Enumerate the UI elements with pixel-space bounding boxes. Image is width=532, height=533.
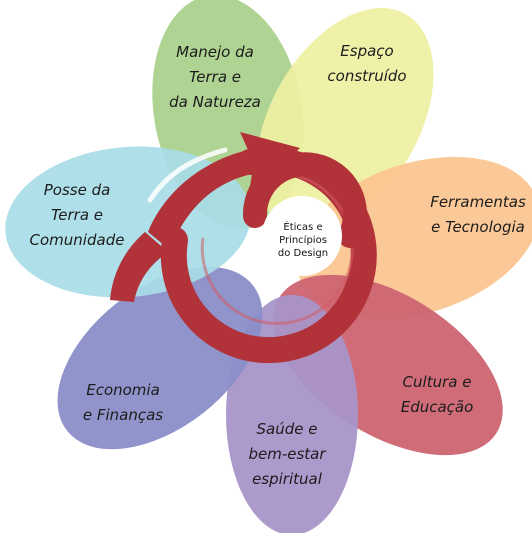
label-economia: Economia e Finanças bbox=[68, 378, 178, 428]
label-espaco-line-2: construído bbox=[327, 67, 407, 85]
petal-economia bbox=[57, 266, 263, 450]
label-espaco-line-1: Espaço bbox=[340, 42, 394, 60]
spiral-arrow-sweep bbox=[148, 132, 300, 250]
center-label-line-2: Princípios bbox=[279, 235, 327, 246]
label-posse: Posse da Terra e Comunidade bbox=[22, 178, 132, 253]
label-manejo-line-2: Terra e bbox=[188, 68, 242, 86]
spiral-inner-ring bbox=[242, 152, 367, 248]
label-espaco: Espaço construído bbox=[312, 39, 422, 89]
label-economia-line-1: Economia bbox=[86, 381, 160, 399]
label-manejo: Manejo da Terra e da Natureza bbox=[155, 40, 275, 115]
center-label-line-3: do Design bbox=[277, 248, 329, 259]
label-saude-line-1: Saúde e bbox=[256, 420, 318, 438]
label-cultura: Cultura e Educação bbox=[382, 370, 492, 420]
center-label-line-1: Éticas e bbox=[283, 222, 323, 233]
label-economia-line-2: e Finanças bbox=[82, 406, 164, 424]
center-disc bbox=[262, 196, 342, 276]
spiral-outer-highlight bbox=[200, 171, 354, 325]
label-posse-line-2: Terra e bbox=[50, 206, 104, 224]
label-manejo-line-1: Manejo da bbox=[176, 43, 254, 61]
label-posse-line-1: Posse da bbox=[43, 181, 111, 199]
spiral-tail bbox=[110, 232, 168, 302]
center-label: Éticas e Princípios do Design bbox=[265, 221, 341, 260]
label-saude: Saúde e bem-estar espiritual bbox=[232, 417, 342, 492]
label-cultura-line-1: Cultura e bbox=[402, 373, 472, 391]
label-posse-line-3: Comunidade bbox=[29, 231, 125, 249]
label-ferramentas: Ferramentas e Tecnologia bbox=[424, 190, 532, 240]
spiral-arrow-shine bbox=[147, 147, 228, 203]
label-ferramentas-line-2: e Tecnologia bbox=[431, 218, 525, 236]
label-manejo-line-3: da Natureza bbox=[169, 93, 261, 111]
label-cultura-line-2: Educação bbox=[400, 398, 474, 416]
spiral-arrow bbox=[110, 132, 377, 364]
label-saude-line-2: bem-estar bbox=[248, 445, 326, 463]
label-ferramentas-line-1: Ferramentas bbox=[430, 193, 526, 211]
label-saude-line-3: espiritual bbox=[252, 470, 322, 488]
